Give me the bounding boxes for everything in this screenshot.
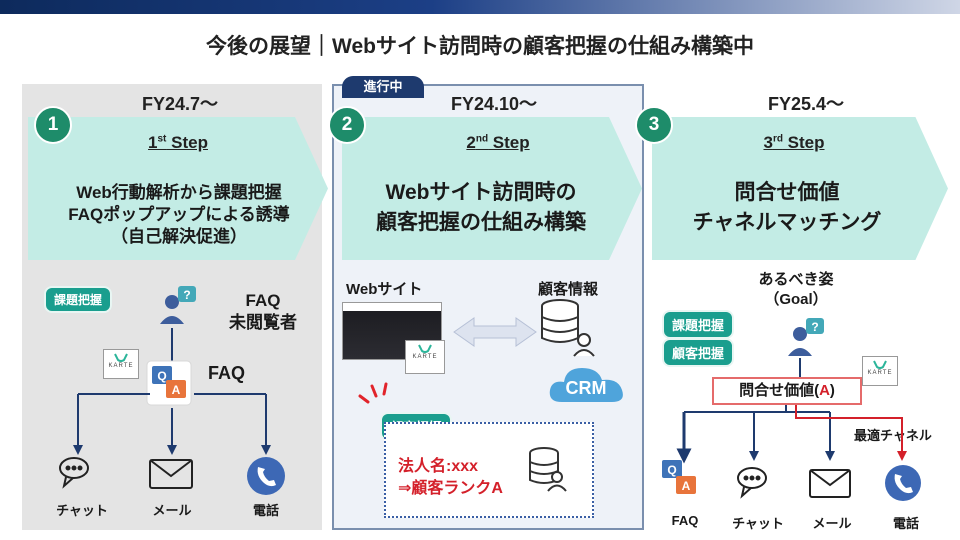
mail-channel-label: メール (152, 503, 192, 518)
period-step3: FY25.4～ (767, 94, 845, 114)
user-question-icon: ? (788, 318, 824, 356)
customer-tag-goal: 顧客把握 (662, 338, 735, 367)
step1-number: 1 (34, 106, 72, 144)
customer-identification-box (384, 422, 594, 518)
period-step2: FY24.10～ (450, 94, 538, 114)
faq-label: FAQ (208, 363, 246, 383)
period-step1: FY24.7～ (141, 94, 219, 114)
step2-number: 2 (328, 106, 366, 144)
customer-info-label: 顧客情報 (538, 281, 599, 298)
step3-number: 3 (635, 106, 673, 144)
faq-channel-label: FAQ (671, 513, 699, 528)
svg-text:A: A (682, 479, 691, 493)
faq-qa-icon: Q A (662, 460, 696, 494)
page-title: 今後の展望｜Webサイト訪問時の顧客把握の仕組み構築中 (206, 35, 754, 58)
karte-logo-icon: KARTE (405, 340, 445, 374)
best-channel-label: 最適チャネル (854, 428, 932, 443)
chat-bubble-icon (737, 467, 767, 499)
customer-rank-text: 法人名:xxx ⇒顧客ランクA (398, 458, 503, 497)
step1-label: 1st Step (148, 133, 208, 152)
issue-tag-goal: 課題把握 (662, 310, 735, 339)
goal-label: あるべき姿 （Goal） (758, 271, 834, 308)
faq-non-viewer-label: FAQ 未閲覧者 (229, 291, 297, 332)
step3-label: 3rd Step (763, 133, 825, 152)
step2-chevron (342, 117, 642, 260)
karte-logo-icon: KARTE (862, 356, 898, 386)
in-progress-badge: 進行中 (342, 76, 424, 98)
step3-chevron (652, 117, 948, 260)
karte-logo-icon: KARTE (103, 349, 139, 379)
website-label: Webサイト (346, 281, 423, 298)
svg-text:Q: Q (667, 463, 676, 477)
inquiry-value-box: 問合せ価値(A) (712, 377, 862, 405)
phone-channel-label: 電話 (252, 503, 279, 518)
top-banner-bar (0, 0, 960, 14)
step1-chevron (28, 117, 328, 260)
mail-channel-label: メール (812, 516, 852, 531)
step1-description: Web行動解析から課題把握 FAQポップアップによる誘導 （自己解決促進） (68, 183, 290, 246)
mail-icon (809, 469, 851, 498)
phone-channel-label: 電話 (892, 516, 919, 531)
website-screenshot (342, 302, 442, 360)
svg-text:?: ? (811, 320, 818, 334)
step2-description: Webサイト訪問時の 顧客把握の仕組み構築 (376, 181, 586, 234)
chat-channel-label: チャット (56, 503, 108, 518)
issue-tag: 課題把握 (44, 286, 113, 313)
phone-icon (885, 465, 921, 501)
step3-description: 問合せ価値 チャネルマッチング (692, 181, 882, 234)
chat-channel-label: チャット (732, 516, 784, 531)
step2-label: 2nd Step (466, 133, 530, 152)
